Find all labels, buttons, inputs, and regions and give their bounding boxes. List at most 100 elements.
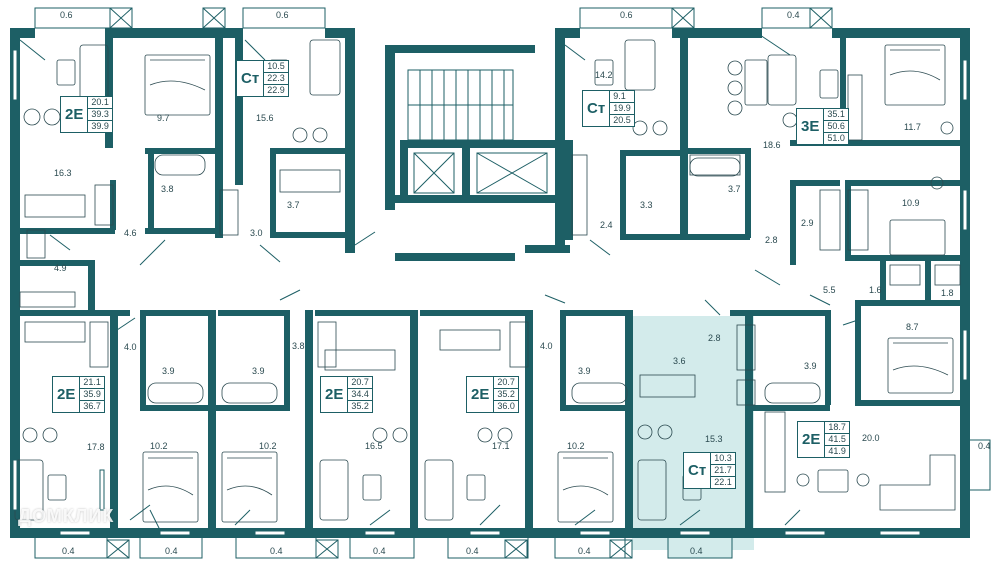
area-label: 3.7 [728, 184, 741, 194]
area-label: 0.4 [787, 10, 800, 20]
area-label: 5.5 [823, 285, 836, 295]
area-label: 16.3 [54, 168, 72, 178]
total-area: 34.4 [348, 389, 372, 401]
door-swings [19, 34, 859, 531]
area-label: 10.2 [567, 441, 585, 451]
apartment-tag[interactable]: 2Е 18.7 41.5 41.9 [797, 421, 850, 458]
area-label: 10.2 [150, 441, 168, 451]
area-label: 11.7 [904, 122, 921, 132]
staircase [407, 69, 514, 141]
total-area-with-balcony: 41.9 [828, 446, 846, 456]
total-area-with-balcony: 51.0 [827, 133, 845, 143]
living-area: 9.1 [610, 91, 634, 103]
area-label: 20.0 [862, 433, 880, 443]
apartment-tag[interactable]: Ст 9.1 19.9 20.5 [582, 90, 635, 127]
elevators [413, 152, 548, 194]
area-label: 0.6 [620, 10, 633, 20]
living-area: 10.3 [711, 453, 735, 465]
area-label: 3.9 [578, 366, 591, 376]
living-area: 18.7 [825, 422, 849, 434]
area-label: 9.7 [157, 113, 170, 123]
area-label: 0.4 [466, 546, 479, 556]
area-label: 17.1 [492, 441, 510, 451]
apartment-tag[interactable]: 2Е 20.7 34.4 35.2 [320, 376, 373, 413]
area-label: 1.6 [869, 285, 882, 295]
area-label: 0.6 [276, 10, 289, 20]
total-area-with-balcony: 39.9 [91, 121, 109, 131]
area-label: 2.8 [765, 235, 778, 245]
apartment-type: 2Е [57, 386, 76, 403]
apartment-type: Ст [587, 100, 606, 117]
total-area: 50.6 [824, 121, 848, 133]
area-label: 0.4 [62, 546, 75, 556]
area-label: 8.7 [906, 322, 919, 332]
area-label: 16.5 [365, 441, 383, 451]
area-label: 2.8 [708, 333, 721, 343]
total-area: 21.7 [711, 465, 735, 477]
total-area-with-balcony: 36.0 [497, 401, 515, 411]
area-label: 0.4 [978, 441, 991, 451]
living-area: 20.7 [348, 377, 372, 389]
apartment-type: 2Е [325, 386, 344, 403]
area-label: 3.9 [804, 361, 817, 371]
area-label: 18.6 [763, 140, 781, 150]
area-label: 0.4 [270, 546, 283, 556]
apartment-type: 2Е [65, 106, 84, 123]
apartment-tag[interactable]: 2Е 21.1 35.9 36.7 [52, 376, 105, 413]
area-label: 0.6 [60, 10, 73, 20]
apartment-type: Ст [688, 462, 707, 479]
apartment-type: Ст [241, 70, 260, 87]
area-label: 0.4 [578, 546, 591, 556]
area-label: 1.8 [941, 288, 954, 298]
apartment-tag[interactable]: 2Е 20.1 39.3 39.9 [60, 96, 113, 133]
total-area-with-balcony: 22.1 [714, 477, 732, 487]
living-area: 10.5 [264, 61, 288, 73]
total-area-with-balcony: 22.9 [267, 85, 285, 95]
area-label: 15.3 [705, 434, 723, 444]
total-area: 22.3 [264, 73, 288, 85]
living-area: 21.1 [80, 377, 104, 389]
living-area: 20.7 [494, 377, 518, 389]
total-area: 35.9 [80, 389, 104, 401]
area-label: 3.8 [292, 341, 305, 351]
total-area: 39.3 [88, 109, 112, 121]
total-area-with-balcony: 36.7 [83, 401, 101, 411]
total-area-with-balcony: 20.5 [613, 115, 631, 125]
apartment-tag[interactable]: 3Е 35.1 50.6 51.0 [796, 108, 849, 145]
area-label: 15.6 [256, 113, 274, 123]
total-area: 41.5 [825, 434, 849, 446]
watermark: ДОМКЛИК [18, 506, 115, 526]
area-label: 3.9 [162, 366, 175, 376]
apartment-tag[interactable]: Ст 10.5 22.3 22.9 [236, 60, 289, 97]
living-area: 35.1 [824, 109, 848, 121]
area-label: 2.9 [801, 218, 814, 228]
balcony-outline [242, 7, 326, 29]
total-area: 19.9 [610, 103, 634, 115]
area-label: 0.4 [690, 546, 703, 556]
apartment-type: 2Е [802, 431, 821, 448]
area-label: 0.4 [165, 546, 178, 556]
living-area: 20.1 [88, 97, 112, 109]
area-label: 3.6 [673, 356, 686, 366]
area-label: 10.2 [259, 441, 277, 451]
apartment-tag[interactable]: 2Е 20.7 35.2 36.0 [466, 376, 519, 413]
area-label: 3.7 [287, 200, 300, 210]
windows [12, 49, 968, 536]
area-label: 3.3 [640, 200, 653, 210]
area-label: 10.9 [902, 198, 920, 208]
total-area-with-balcony: 35.2 [351, 401, 369, 411]
area-label: 4.6 [124, 228, 137, 238]
apartment-tag[interactable]: Ст 10.3 21.7 22.1 [683, 452, 736, 489]
balcony-outline [447, 535, 529, 559]
area-label: 3.8 [161, 184, 174, 194]
area-label: 3.9 [252, 366, 265, 376]
area-label: 17.8 [87, 442, 105, 452]
highlighted-apartment-area [632, 316, 754, 550]
area-label: 14.2 [595, 70, 613, 80]
area-label: 3.0 [250, 228, 263, 238]
area-label: 2.4 [600, 220, 613, 230]
area-label: 4.9 [54, 263, 67, 273]
apartment-type: 2Е [471, 386, 490, 403]
area-label: 4.0 [124, 342, 137, 352]
